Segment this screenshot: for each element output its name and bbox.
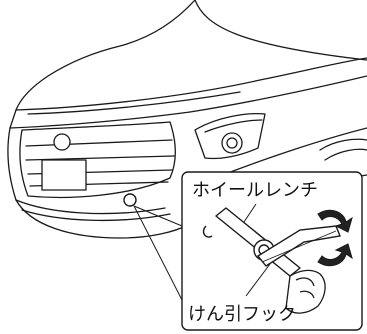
wheel-arch-inner [324, 148, 367, 161]
headlight-housing [194, 112, 266, 160]
windshield-outline [47, 0, 196, 77]
grille-bar [25, 139, 173, 147]
bumper-outline [7, 127, 191, 239]
label-pointers [243, 203, 271, 297]
towing-hook-cover [123, 193, 137, 207]
hood-crease [27, 91, 241, 115]
grille-bar [25, 155, 175, 161]
license-plate [41, 159, 87, 191]
towing-hook-label: けん引フック [188, 304, 296, 325]
hood-top-edge [15, 75, 49, 111]
lower-lip [15, 199, 166, 215]
callout-leaders [133, 205, 183, 301]
fender-line [189, 75, 367, 113]
towing-hook [256, 225, 341, 267]
wheel-arch [319, 138, 367, 151]
hood-front-edge [9, 109, 191, 129]
emblem [53, 133, 71, 151]
headlight-inner [226, 137, 238, 149]
detail-callout: ホイールレンチ けん引フック [181, 171, 363, 331]
headlight-lens [221, 132, 243, 154]
wheel-wrench-label: ホイールレンチ [192, 180, 318, 201]
a-pillar [194, 0, 367, 61]
headlight-strip [204, 119, 263, 133]
lower-intake [21, 209, 171, 222]
hood-outline [15, 57, 367, 111]
hand-icon [285, 269, 326, 314]
rotation-arrows-icon [317, 209, 353, 267]
grille-frame [19, 121, 176, 199]
